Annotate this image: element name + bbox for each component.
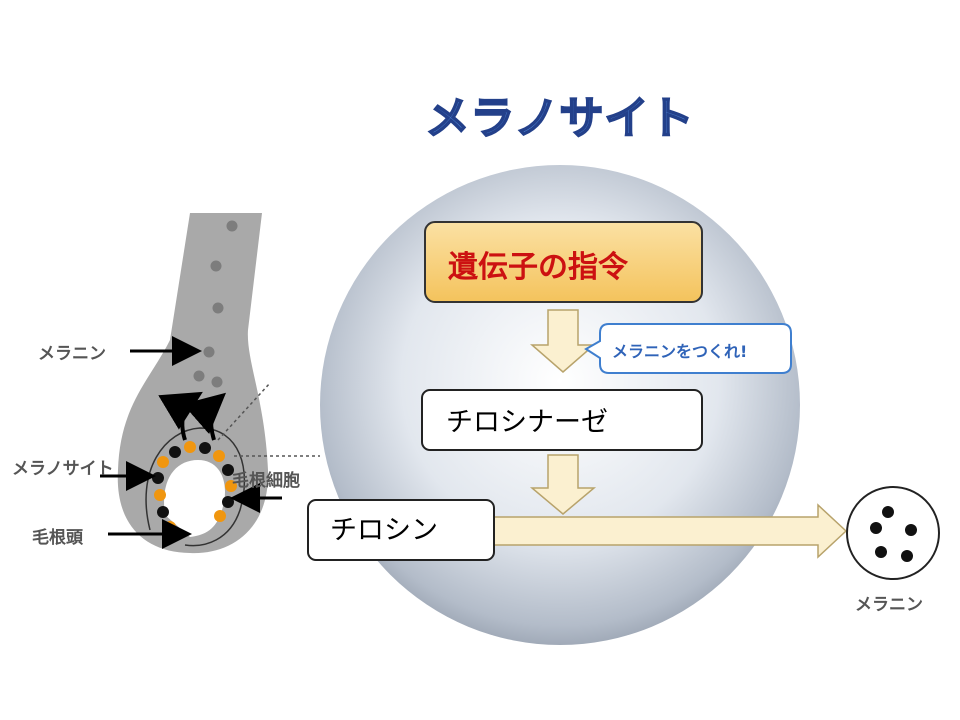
hair-root-cells-label: 毛根細胞 xyxy=(232,471,300,491)
papilla-label: 毛根頭 xyxy=(32,528,83,548)
tyrosinase-box xyxy=(421,389,703,451)
instruction-box xyxy=(424,221,703,303)
arrow-down-2 xyxy=(529,454,597,515)
arrow-down-1 xyxy=(529,309,597,373)
page-title: メラノサイト xyxy=(424,92,695,145)
instruction-label: 遺伝子の指令 xyxy=(448,250,628,285)
melanin-label: メラニン xyxy=(38,344,106,364)
dermal-papilla xyxy=(164,460,225,537)
tyrosine-box xyxy=(307,499,495,561)
melanin-product-icon xyxy=(846,486,940,580)
melanin-granules xyxy=(193,220,238,388)
hair-follicle xyxy=(100,213,320,554)
tyrosine-label: チロシン xyxy=(330,515,438,546)
arrow-right xyxy=(491,503,848,559)
callout-label: メラニンをつくれ! xyxy=(612,342,748,361)
callout-bubble xyxy=(584,323,792,374)
tyrosinase-label: チロシナーゼ xyxy=(446,407,608,438)
curved-arrow-right xyxy=(182,392,227,441)
melanocyte-label: メラノサイト xyxy=(12,459,114,479)
melanin-product-label: メラニン xyxy=(855,595,923,615)
zoom-line-top xyxy=(217,382,271,441)
